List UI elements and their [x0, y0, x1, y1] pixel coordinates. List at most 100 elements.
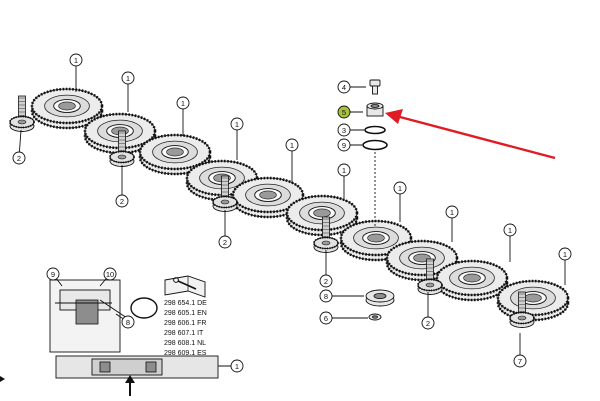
- callout-number: 2: [17, 154, 21, 163]
- callout-pinion: 2: [218, 210, 232, 249]
- callout-number: 1: [398, 184, 402, 193]
- callout-badge: [337, 123, 351, 137]
- callout-badge: [230, 359, 244, 373]
- reference-number: 298 607.1 IT: [164, 330, 204, 337]
- book-shape: [164, 275, 206, 298]
- callout-bolt: 4: [337, 80, 366, 94]
- gear-teeth: [138, 133, 212, 171]
- gear-teeth: [231, 176, 305, 214]
- shaft-bearing-right: [145, 361, 157, 373]
- arrow-up-icon: [125, 375, 135, 396]
- callout-pinion: 2: [421, 292, 435, 330]
- gear-1: [30, 87, 104, 130]
- callout-gear: 1: [176, 96, 190, 136]
- pinion-teeth: [9, 115, 35, 129]
- callout-number: 2: [120, 197, 124, 206]
- callout-pinion: 2: [12, 129, 26, 165]
- pinion-2: [109, 130, 135, 167]
- callout-badge: [12, 151, 26, 165]
- bushing: [366, 102, 384, 117]
- callout-badge: [115, 194, 129, 208]
- pinion-bore: [425, 282, 435, 288]
- callout-number: 1: [290, 141, 294, 150]
- reference-number: 298 606.1 FR: [164, 320, 206, 327]
- callout-number: 1: [74, 56, 78, 65]
- reference-list: 298 654.1 DE 298 605.1 EN 298 606.1 FR 298 …: [164, 275, 207, 357]
- callout-badge: [121, 315, 135, 329]
- arrow-shaft: [399, 115, 556, 160]
- o-ring: [362, 139, 388, 151]
- gear-bore-inner: [463, 273, 481, 283]
- seal-ring: [130, 297, 158, 319]
- bolt-shank: [372, 85, 378, 95]
- gear-3: [138, 133, 212, 176]
- reference-number: 298 654.1 DE: [164, 300, 207, 307]
- callout-bushing: 5: [337, 105, 363, 119]
- callout-number: 1: [450, 208, 454, 217]
- gear-9: [435, 259, 509, 302]
- shaft-bearing-left: [99, 361, 111, 373]
- gear-bore-inner: [313, 208, 331, 218]
- callout-number: 9: [51, 270, 55, 279]
- gear-bore-inner: [58, 101, 76, 111]
- callout-gear: 1: [69, 53, 83, 92]
- bushing-bore: [370, 104, 380, 108]
- callout-badge: [285, 138, 299, 152]
- gear-teeth: [385, 239, 459, 277]
- callout-gear: 1: [121, 71, 135, 112]
- callout-number: 1: [126, 74, 130, 83]
- gear-teeth: [339, 219, 413, 257]
- nut: [368, 313, 382, 321]
- callout-badge: [421, 316, 435, 330]
- callout-number: 1: [181, 99, 185, 108]
- gear-bore-inner: [166, 147, 184, 157]
- bolt: [369, 79, 381, 95]
- callout-number: 6: [324, 314, 328, 323]
- gear-bore-inner: [259, 190, 277, 200]
- callout-number: 8: [126, 318, 130, 327]
- callout-badge: [69, 53, 83, 67]
- callout-bearing: 8: [319, 289, 364, 303]
- inset-bearing: [75, 299, 99, 325]
- callout-number: 5: [342, 108, 346, 117]
- pinion-teeth: [212, 195, 238, 209]
- pinion-bore: [220, 199, 230, 205]
- callout-badge: [218, 235, 232, 249]
- gear-teeth: [435, 259, 509, 297]
- callout-badge: [230, 117, 244, 131]
- shaft-section: [55, 355, 230, 379]
- gear-10: [496, 279, 570, 322]
- callout-shaft_end: 7: [513, 333, 527, 368]
- callout-nut: 6: [319, 311, 368, 325]
- pinion-teeth: [509, 311, 535, 325]
- callout-badge: [337, 163, 351, 177]
- reference-number: 298 609.1 ES: [164, 350, 207, 357]
- reference-number: 298 605.1 EN: [164, 310, 207, 317]
- callout-badge: [319, 311, 333, 325]
- bearing-bore: [373, 292, 387, 299]
- callout-badge: [103, 267, 117, 281]
- gear-teeth: [30, 87, 104, 125]
- detail-inset: [0, 279, 230, 396]
- pinion-teeth: [109, 150, 135, 164]
- pinion-3: [212, 175, 238, 212]
- callout-badge: [337, 138, 351, 152]
- arrow-head: [125, 375, 135, 383]
- callout-number: 9: [342, 141, 346, 150]
- bolt-head: [369, 79, 381, 87]
- callout-badge: [319, 274, 333, 288]
- callout-gear: 1: [445, 205, 459, 242]
- callout-badge: [337, 105, 351, 119]
- red-arrow-icon: [385, 109, 556, 160]
- pinion-5: [417, 258, 443, 295]
- callout-gear: 1: [230, 117, 244, 160]
- callout-badge: [337, 80, 351, 94]
- edge-marker: [0, 376, 5, 382]
- callout-pinion: 2: [319, 250, 333, 288]
- callout-gear: 1: [393, 181, 407, 222]
- callout-seal: 10: [99, 267, 117, 287]
- callout-gear: 1: [219, 359, 244, 373]
- pinion-6: [509, 291, 535, 328]
- pinion-bore: [321, 240, 331, 246]
- callout-oring: 9: [337, 138, 362, 152]
